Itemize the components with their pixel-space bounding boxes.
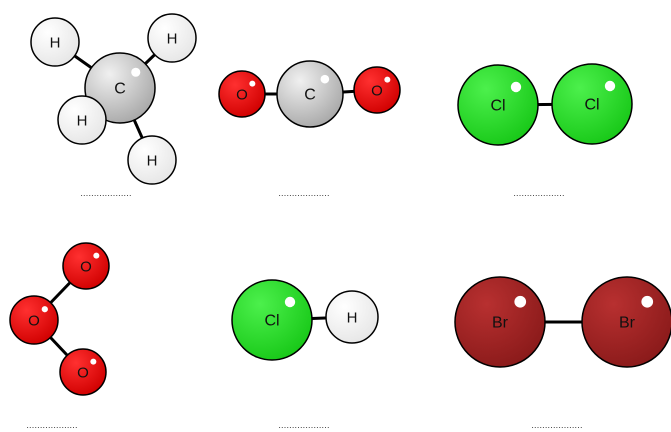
molecule-ozone: O O O...................	[9, 242, 110, 430]
atom-label: H	[50, 35, 61, 52]
atom-highlight	[320, 74, 330, 84]
atom-label: O	[28, 313, 40, 330]
atom-label: Cl	[264, 313, 279, 330]
atom-label: C	[114, 81, 126, 98]
atom-label: Cl	[490, 98, 505, 115]
atom-sphere	[147, 13, 197, 63]
atom-label: Br	[619, 315, 636, 332]
atom-label: Br	[492, 315, 509, 332]
atom-bromine: Br	[454, 276, 546, 368]
atom-sphere	[57, 95, 107, 145]
atom-label: O	[80, 259, 92, 276]
atom-highlight	[384, 76, 391, 83]
answer-blank[interactable]: ...................	[26, 420, 77, 430]
atom-highlight	[249, 80, 256, 87]
atom-oxygen: O	[9, 295, 59, 345]
atom-chlorine: Cl	[231, 279, 313, 361]
atom-highlight	[641, 295, 654, 308]
atom-oxygen: O	[59, 348, 107, 396]
atom-highlight	[510, 81, 522, 93]
atom-chlorine: Cl	[551, 63, 633, 145]
molecule-bromine: Br Br...................	[454, 276, 671, 430]
answer-blank[interactable]: ...................	[278, 420, 329, 430]
answer-blank[interactable]: ...................	[80, 188, 131, 198]
atom-highlight	[93, 252, 100, 259]
atom-oxygen: O	[62, 242, 110, 290]
atom-label: H	[147, 153, 158, 170]
atom-bromine: Br	[581, 276, 671, 368]
atom-highlight	[604, 80, 616, 92]
answer-blank[interactable]: ...................	[531, 420, 582, 430]
atom-sphere	[127, 135, 177, 185]
atom-highlight	[41, 306, 48, 313]
atom-hydrogen: H	[147, 13, 197, 63]
molecule-hydrogen-chloride: Cl H...................	[231, 279, 379, 430]
atom-hydrogen: H	[30, 17, 80, 67]
atom-oxygen: O	[218, 70, 266, 118]
molecule-chlorine: Cl Cl...................	[457, 63, 633, 198]
atom-highlight	[514, 295, 527, 308]
atom-highlight	[90, 358, 97, 365]
answer-blank[interactable]: ...................	[513, 188, 564, 198]
atom-label: H	[347, 310, 358, 327]
atom-sphere	[30, 17, 80, 67]
atom-label: O	[371, 83, 383, 100]
atom-chlorine: Cl	[457, 64, 539, 146]
atom-hydrogen: H	[57, 95, 107, 145]
atom-oxygen: O	[353, 66, 401, 114]
answer-blank[interactable]: ...................	[278, 188, 329, 198]
atom-label: O	[77, 365, 89, 382]
atom-label: C	[304, 87, 316, 104]
atom-sphere	[325, 290, 379, 344]
atom-carbon: C	[276, 60, 344, 128]
atom-hydrogen: H	[325, 290, 379, 344]
atom-label: H	[77, 113, 88, 130]
atom-highlight	[284, 296, 296, 308]
atom-label: O	[236, 87, 248, 104]
atom-carbon: C	[84, 52, 156, 124]
molecule-methane: H H C H H...................	[30, 13, 197, 198]
atom-label: H	[167, 31, 178, 48]
atom-label: Cl	[584, 97, 599, 114]
atom-highlight	[131, 67, 141, 77]
atom-hydrogen: H	[127, 135, 177, 185]
molecule-carbon-dioxide: O C O...................	[218, 60, 401, 198]
